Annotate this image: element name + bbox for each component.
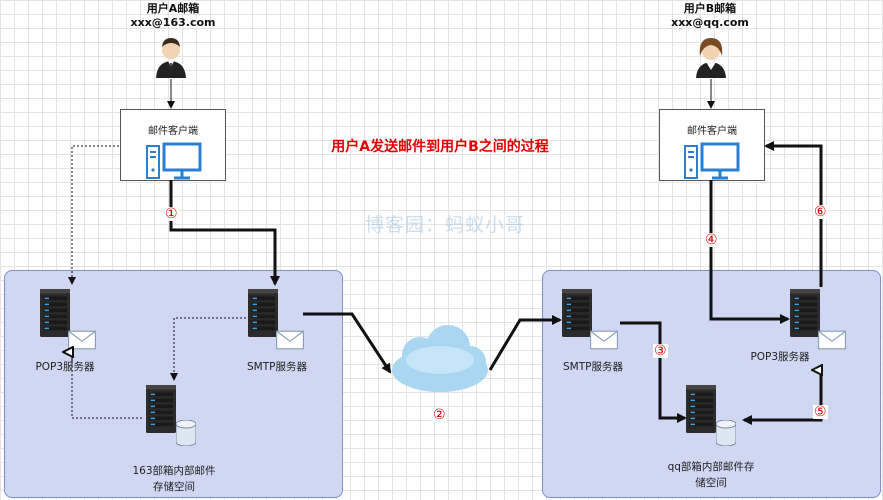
mail-icon-pop3-b (818, 330, 846, 350)
pop3-server-b-label: POP3服务器 (750, 351, 810, 363)
computer-icon-b (684, 142, 740, 180)
storage-b-label-line2: 储空间 (695, 477, 727, 489)
arrow-step-2b (488, 315, 562, 371)
step-6-marker: ⑥ (813, 204, 828, 220)
arrow-step-3 (620, 321, 687, 423)
dotted-smtp-to-storage-a (170, 317, 246, 381)
step-5-marker: ⑤ (813, 404, 828, 420)
user-b-avatar-icon (696, 38, 726, 78)
smtp-server-a-label: SMTP服务器 (247, 361, 307, 373)
user-a-label: 用户A邮箱 (146, 2, 200, 15)
mail-icon-smtp-b (590, 330, 618, 350)
dotted-pop3-to-storage-a (71, 350, 142, 419)
internet-cloud-icon (392, 325, 488, 392)
storage-server-b-icon (686, 385, 716, 433)
database-icon-a (176, 420, 196, 446)
arrow-step-4 (709, 180, 790, 324)
mail-icon-pop3-a (68, 330, 96, 350)
step-3-marker: ③ (653, 343, 668, 359)
user-a-avatar-icon (156, 38, 186, 78)
storage-b-label-line1: qq部箱内部邮件存 (667, 461, 755, 473)
computer-icon-a (146, 142, 202, 180)
arrow-step-5 (742, 367, 823, 425)
dotted-client-to-pop3-a (68, 145, 119, 285)
mail-client-a-label: 邮件客户端 (148, 126, 198, 137)
diagram-title: 用户A发送邮件到用户B之间的过程 (331, 139, 549, 155)
pop3-server-a-label: POP3服务器 (35, 361, 95, 373)
mail-client-b-label: 邮件客户端 (687, 126, 737, 137)
mail-icon-smtp-a (276, 330, 304, 350)
smtp-server-b-label: SMTP服务器 (563, 361, 623, 373)
step-1-marker: ① (164, 206, 179, 222)
user-b-email: xxx@qq.com (671, 16, 749, 29)
pop3-server-b-icon (790, 289, 820, 337)
arrow-step-6 (764, 141, 823, 287)
watermark: 博客园：蚂蚁小哥 (364, 214, 525, 236)
storage-server-a-icon (146, 385, 176, 433)
pop3-server-a-icon (40, 289, 70, 337)
database-icon-b (716, 420, 736, 446)
smtp-server-b-icon (562, 289, 592, 337)
step-2-marker: ② (432, 407, 447, 423)
user-a-email: xxx@163.com (130, 16, 216, 29)
smtp-server-a-icon (248, 289, 278, 337)
storage-a-label-line2: 存储空间 (153, 481, 195, 493)
step-4-marker: ④ (704, 232, 719, 248)
storage-a-label-line1: 163部箱内部邮件 (132, 465, 216, 477)
arrow-step-1 (169, 180, 280, 286)
user-b-label: 用户B邮箱 (683, 2, 737, 15)
arrow-step-2a (303, 312, 392, 374)
